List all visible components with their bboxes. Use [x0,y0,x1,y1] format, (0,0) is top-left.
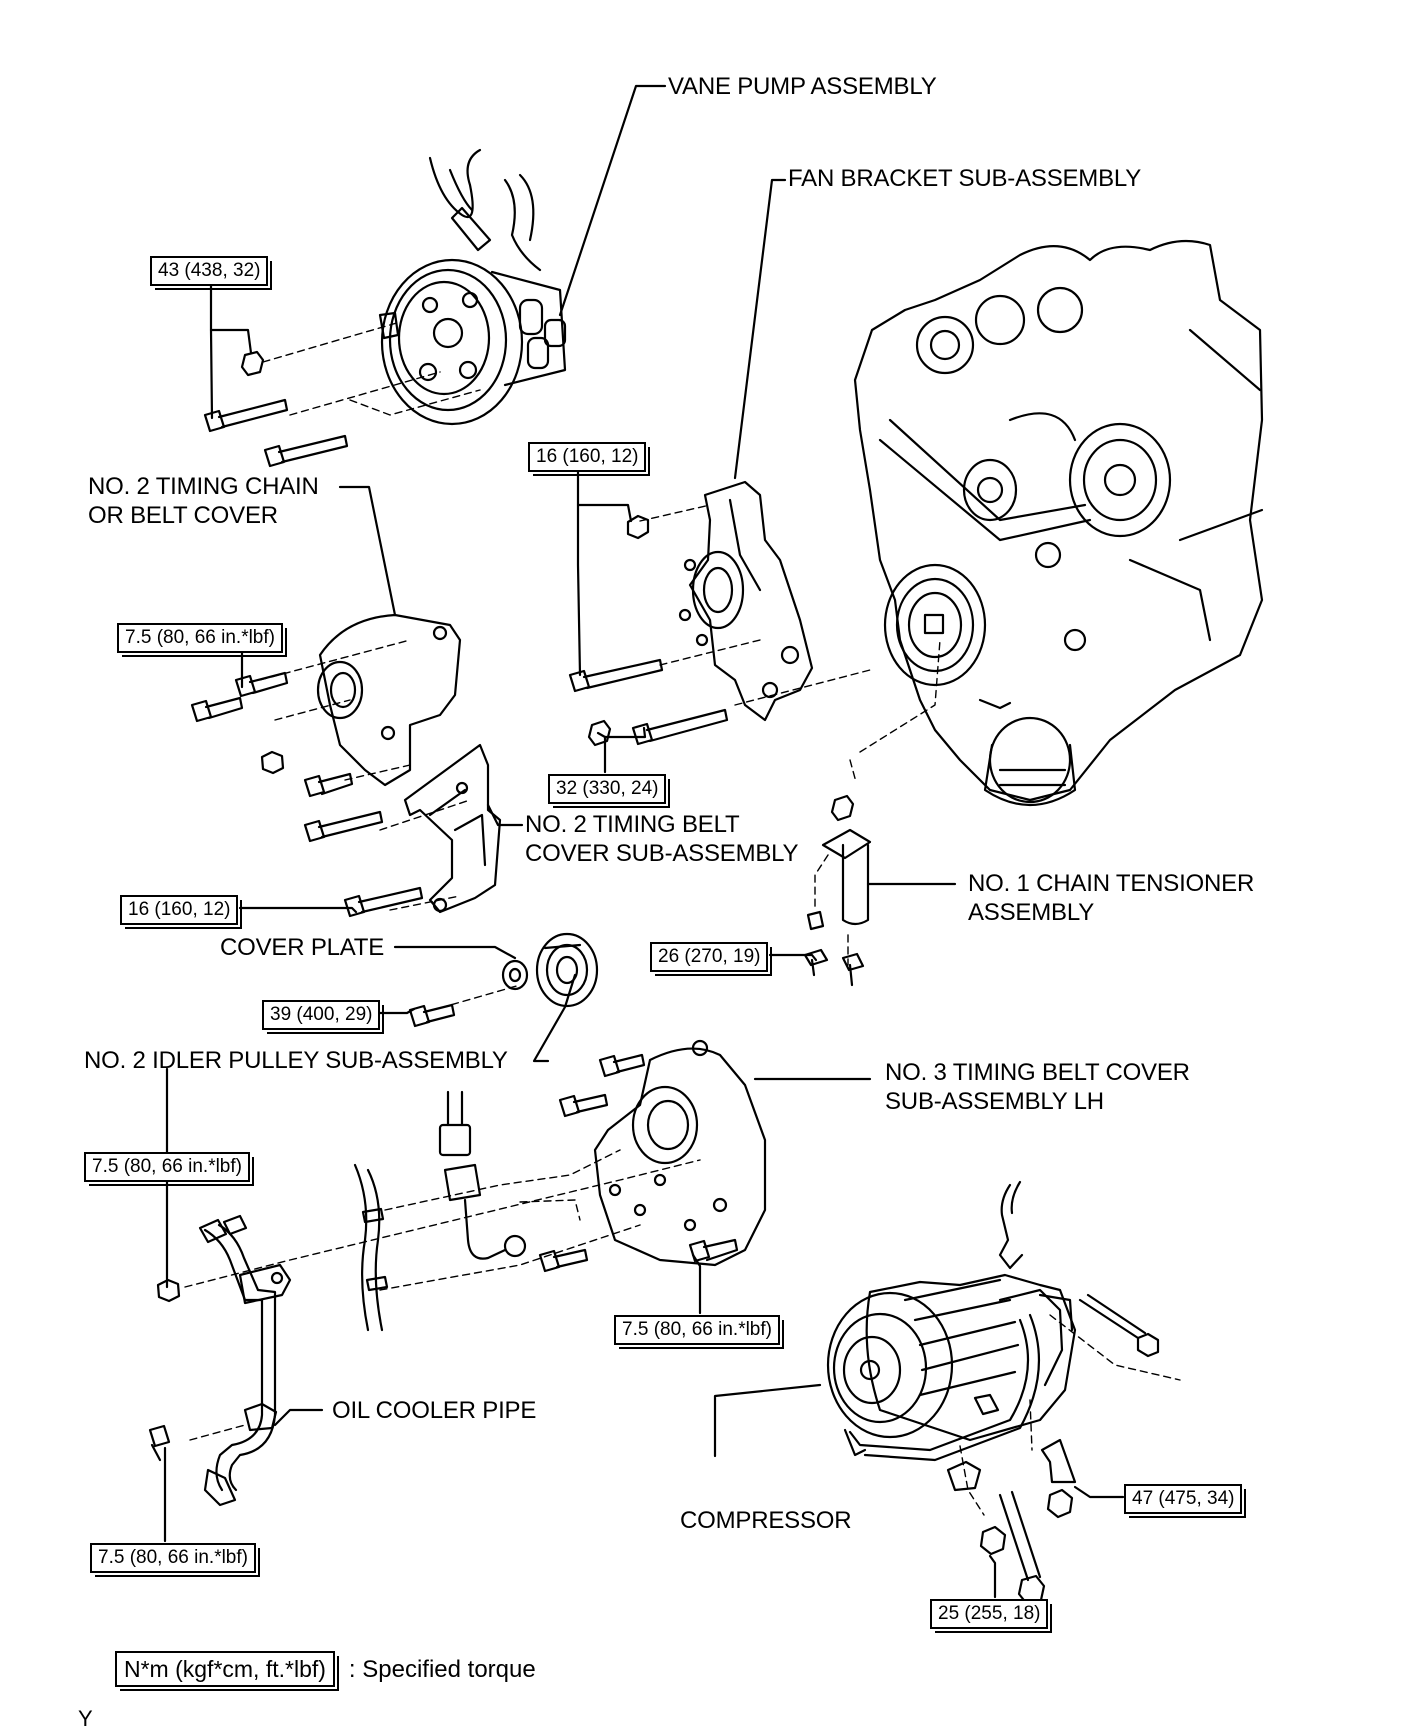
torque-box-compressor-bolt: 47 (475, 34) [1124,1484,1247,1518]
label-chain-tensioner-line1: NO. 1 CHAIN TENSIONER [968,870,1255,897]
torque-box-tensioner: 26 (270, 19) [650,942,773,976]
compressor-drawing [826,1180,1160,1606]
vane-pump-drawing [203,148,567,468]
fan-bracket-drawing [568,480,814,747]
legend-unit-box: N*m (kgf*cm, ft.*lbf) [115,1651,339,1691]
wiring-drawing [353,1090,527,1332]
no2-timing-belt-cover-drawing [403,743,502,914]
label-no2-timing-chain-line1: NO. 2 TIMING CHAIN [88,473,319,500]
torque-box-no3-cover: 7.5 (80, 66 in.*lbf) [614,1315,784,1349]
no3-timing-belt-cover-drawing [538,1039,767,1273]
label-fan-bracket: FAN BRACKET SUB-ASSEMBLY [788,165,1142,192]
torque-box-oil-pipe-lower: 7.5 (80, 66 in.*lbf) [90,1543,260,1577]
chain-tensioner-drawing [803,794,872,987]
torque-box-belt-cover: 16 (160, 12) [120,895,243,929]
dashed-assembly-lines [184,321,1181,1516]
label-no3-timing-line1: NO. 3 TIMING BELT COVER [885,1059,1190,1086]
torque-box-oil-pipe-upper: 7.5 (80, 66 in.*lbf) [84,1152,254,1186]
label-no2-timing-belt-line2: COVER SUB-ASSEMBLY [525,840,799,867]
engine-block-drawing [853,239,1264,806]
leader-lines [163,84,1125,1599]
torque-box-chain-cover: 7.5 (80, 66 in.*lbf) [117,623,287,657]
idler-pulley-drawing [408,932,599,1028]
label-chain-tensioner-line2: ASSEMBLY [968,899,1095,926]
legend-description: : Specified torque [348,1656,536,1683]
label-oil-cooler-pipe: OIL COOLER PIPE [332,1397,537,1424]
label-vane-pump: VANE PUMP ASSEMBLY [668,73,937,100]
oil-cooler-pipe-drawing [148,1214,292,1507]
label-no2-timing-belt-line1: NO. 2 TIMING BELT [525,811,740,838]
label-cover-plate: COVER PLATE [220,934,385,961]
no2-timing-chain-cover-drawing [190,613,462,918]
torque-box-vane-pump: 43 (438, 32) [150,256,273,290]
label-idler-pulley: NO. 2 IDLER PULLEY SUB-ASSEMBLY [84,1047,508,1074]
label-compressor: COMPRESSOR [680,1507,852,1534]
torque-box-idler: 39 (400, 29) [262,1000,385,1034]
corner-mark: Y [78,1706,93,1731]
torque-legend: N*m (kgf*cm, ft.*lbf) : Specified torque [115,1651,536,1691]
label-no3-timing-line2: SUB-ASSEMBLY LH [885,1088,1104,1115]
torque-box-compressor-stud: 25 (255, 18) [930,1599,1053,1633]
torque-box-bracket-bolts: 32 (330, 24) [548,774,671,808]
torque-box-fan-bracket: 16 (160, 12) [528,442,651,476]
label-no2-timing-chain-line2: OR BELT COVER [88,502,278,529]
